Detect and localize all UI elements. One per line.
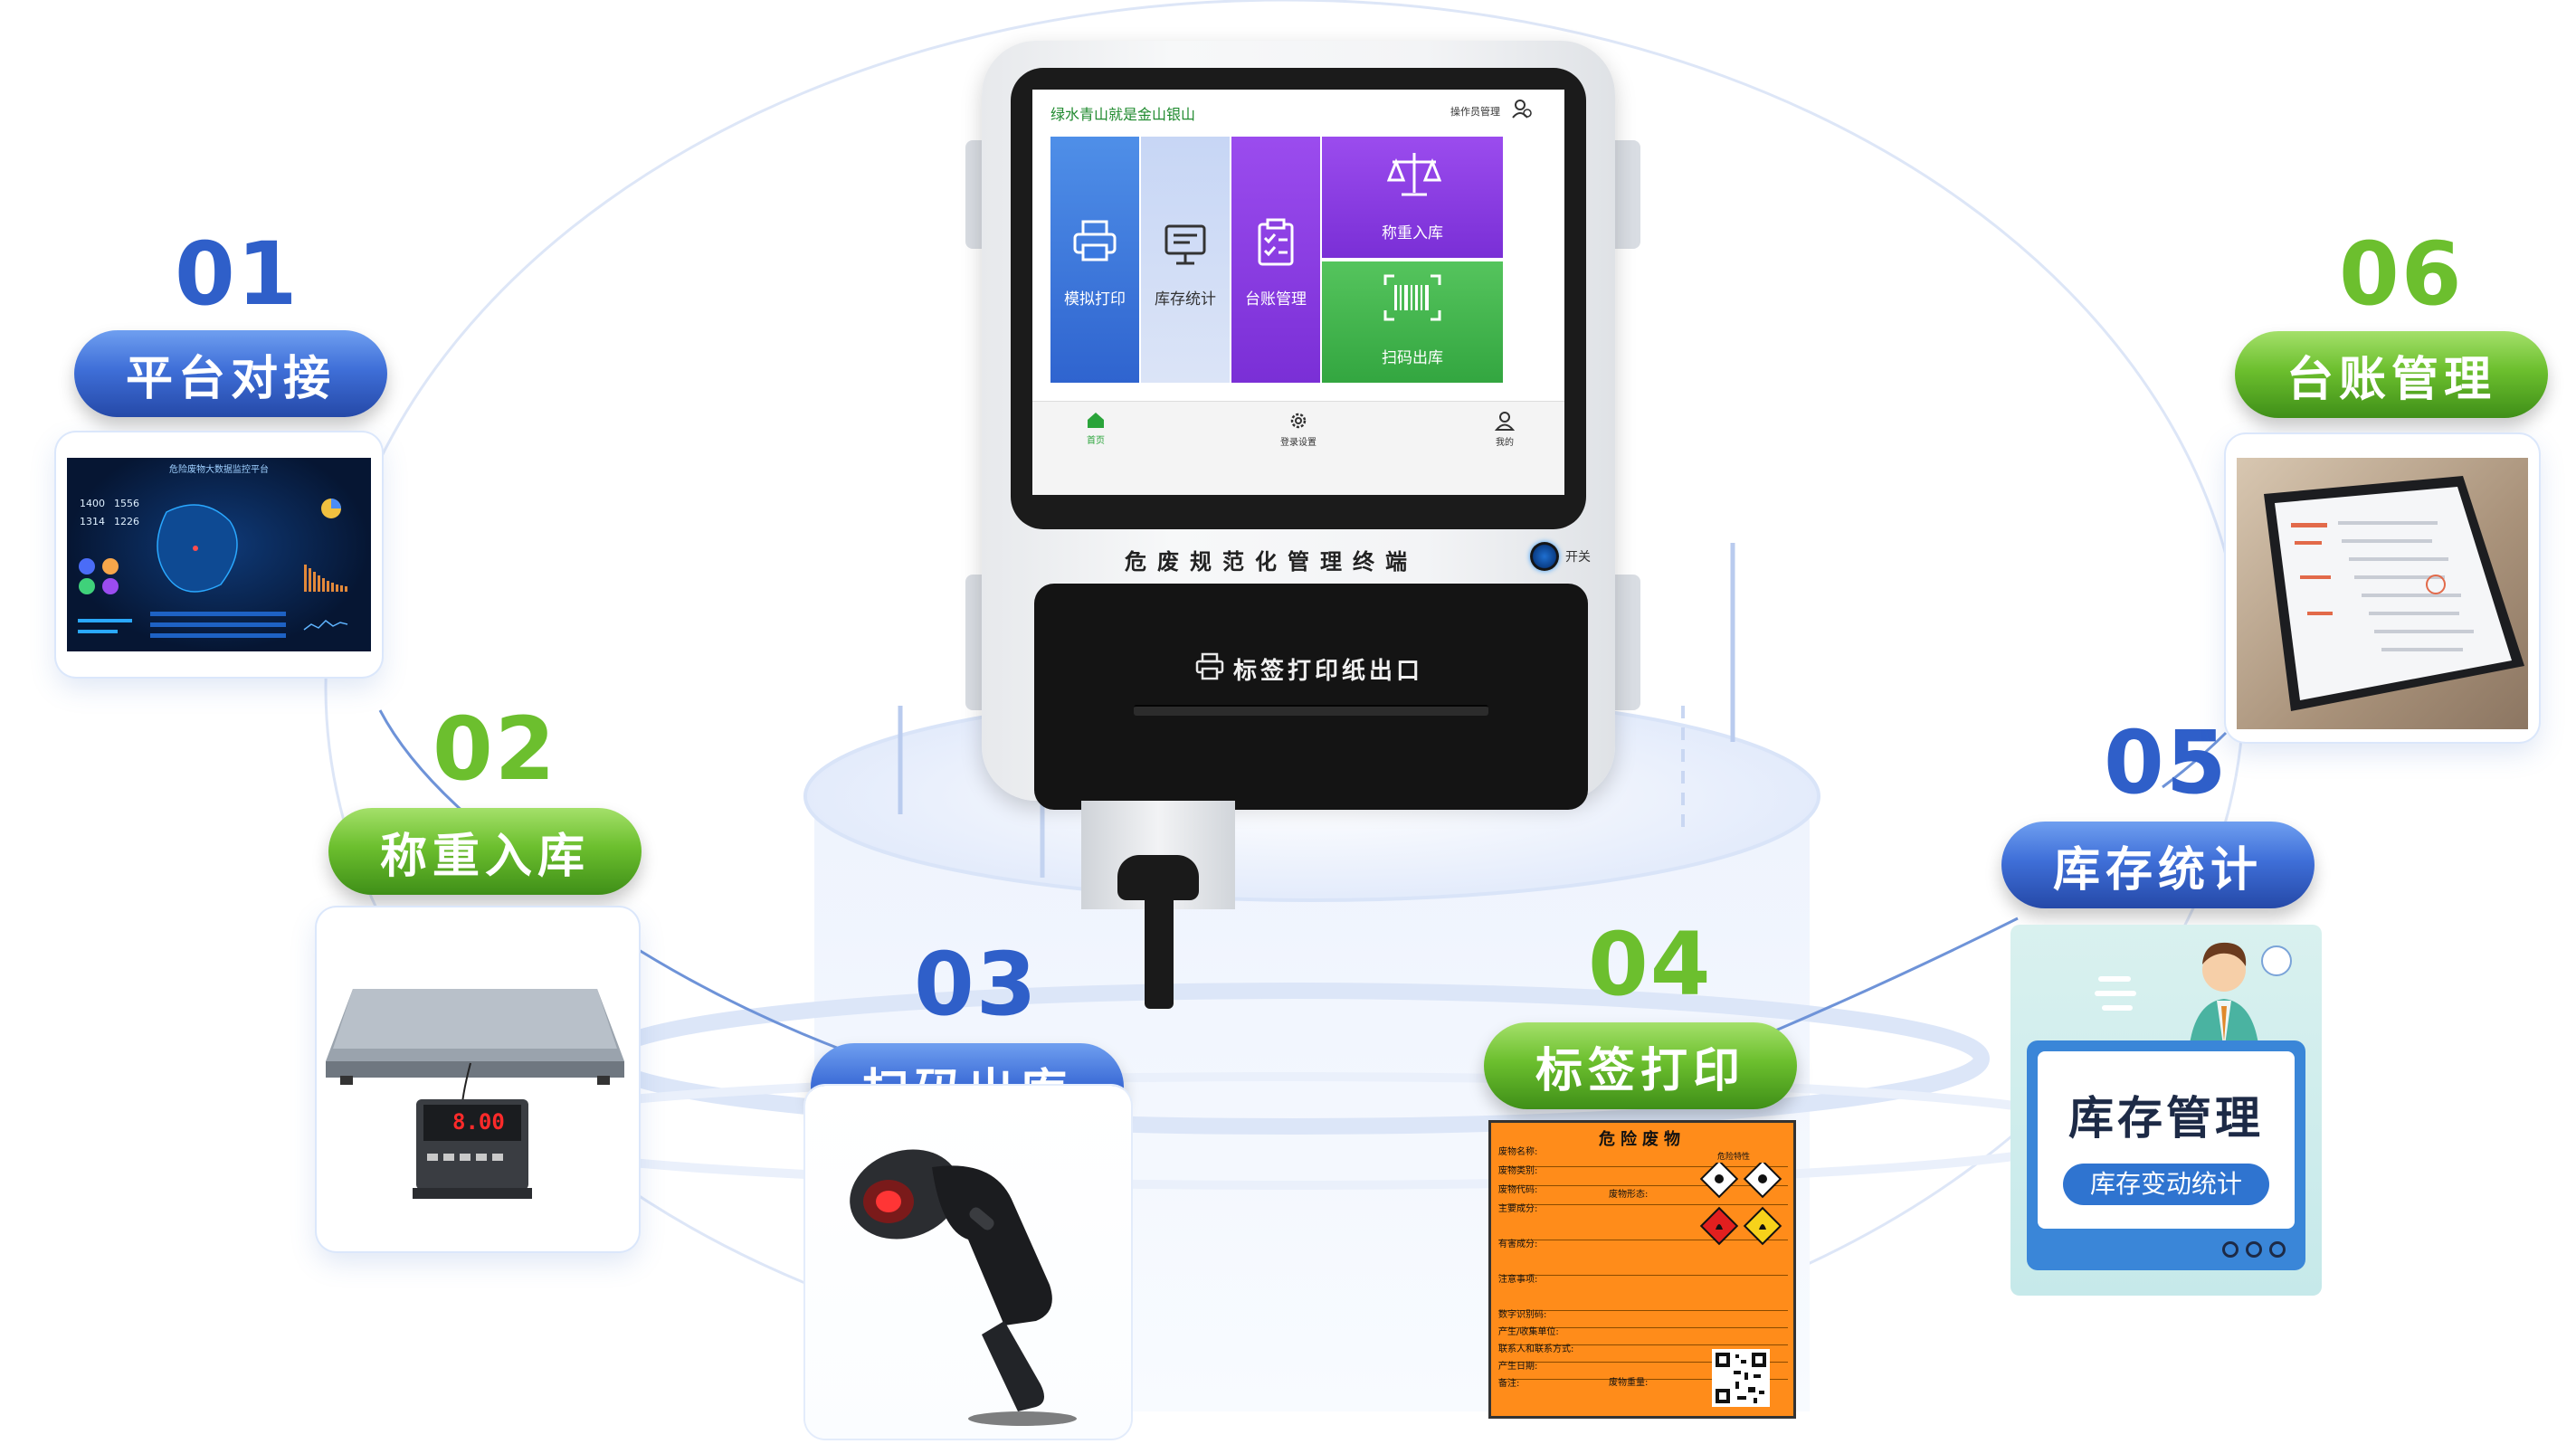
- dashboard-title: 危险废物大数据监控平台: [169, 465, 269, 475]
- label-row: 主要成分:: [1498, 1205, 1788, 1240]
- paper-slot: [1134, 705, 1488, 716]
- feature-01-number: 01: [175, 223, 299, 325]
- inventory-board: 库存管理 库存变动统计: [2027, 1040, 2305, 1270]
- label-row: 产生/收集单位:: [1498, 1328, 1788, 1345]
- operator-label[interactable]: 操作员管理: [1450, 106, 1500, 118]
- tablet-photo: [2237, 458, 2528, 729]
- tablet-card: [2226, 434, 2539, 742]
- feature-01-pill[interactable]: 平台对接: [74, 330, 387, 417]
- printer-icon: [1073, 220, 1117, 261]
- tile-stats-label: 库存统计: [1155, 290, 1216, 309]
- label-row: 数字识别码:: [1498, 1311, 1788, 1328]
- inventory-board-inner: 库存管理 库存变动统计: [2038, 1051, 2295, 1229]
- kpi-1: 1400: [80, 498, 105, 509]
- tile-scan[interactable]: 扫码出库: [1322, 261, 1503, 383]
- barcode-scanner-image: [850, 1149, 1077, 1426]
- label-row: 废物类别:: [1498, 1167, 1788, 1186]
- weighing-scale-image: [326, 989, 624, 1199]
- qr-code: [1712, 1349, 1770, 1407]
- tile-weigh-label: 称重入库: [1382, 224, 1443, 242]
- power-label: 开关: [1565, 550, 1591, 565]
- nav-profile[interactable]: 我的: [1478, 411, 1532, 448]
- feature-05-number: 05: [2104, 712, 2229, 813]
- feature-02-number: 02: [433, 698, 557, 800]
- tile-scan-label: 扫码出库: [1382, 349, 1443, 367]
- power-button[interactable]: [1530, 542, 1559, 571]
- hazard-weight-label: 废物重量:: [1609, 1378, 1649, 1388]
- user-icon: [1494, 412, 1516, 431]
- feature-05-pill[interactable]: 库存统计: [2001, 822, 2315, 908]
- tile-ledger[interactable]: 台账管理: [1231, 137, 1320, 383]
- kpi-3: 1314: [80, 516, 105, 527]
- feature-04-pill[interactable]: 标签打印: [1484, 1022, 1797, 1109]
- printer-outlet-icon: [1195, 652, 1224, 681]
- nav-settings-label: 登录设置: [1280, 438, 1317, 448]
- inventory-title: 库存管理: [2068, 1092, 2264, 1145]
- gear-icon: [1290, 413, 1307, 429]
- printer-panel: 标签打印纸出口: [1034, 584, 1588, 810]
- device-name: 危废规范化管理终端: [1125, 549, 1418, 575]
- scale-balance-icon: [1387, 153, 1441, 196]
- hazard-label-card: 危险废物 废物名称: 废物类别: 废物代码: 主要成分: 有害成分: 注意事项:…: [1488, 1120, 1796, 1419]
- label-row: 注意事项:: [1498, 1276, 1788, 1311]
- monitor-icon: [1164, 224, 1206, 265]
- label-row: 备注:: [1498, 1379, 1520, 1389]
- scale-display: 8.00: [452, 1109, 505, 1135]
- inventory-card: 库存管理 库存变动统计: [2010, 925, 2322, 1296]
- kpi-2: 1556: [114, 498, 139, 509]
- device-screen: 绿水青山就是金山银山 操作员管理 模拟打印 库存统计 台账管理 称重入库: [1011, 68, 1586, 529]
- board-dot: [2246, 1241, 2262, 1258]
- tile-print-label: 模拟打印: [1064, 290, 1126, 309]
- screen-slogan: 绿水青山就是金山银山: [1050, 106, 1196, 123]
- terminal-device: 绿水青山就是金山银山 操作员管理 模拟打印 库存统计 台账管理 称重入库: [965, 41, 1640, 1009]
- dashboard-card: 危险废物大数据监控平台 1400 1556 1314 1226: [56, 432, 382, 677]
- scanner-card: [805, 1086, 1131, 1439]
- nav-home[interactable]: 首页: [1069, 411, 1123, 446]
- hazard-pictograms: [1699, 1163, 1782, 1246]
- inventory-subtitle: 库存变动统计: [2063, 1164, 2269, 1205]
- home-icon: [1088, 413, 1104, 428]
- board-dot: [2269, 1241, 2286, 1258]
- label-row: 废物代码:: [1498, 1186, 1788, 1205]
- feature-06-pill[interactable]: 台账管理: [2235, 331, 2548, 418]
- weighing-scale-card: 8.00: [317, 907, 639, 1251]
- label-row: 有害成分:: [1498, 1240, 1788, 1276]
- nav-settings[interactable]: 登录设置: [1271, 411, 1326, 448]
- label-row: 联系人和联系方式:: [1498, 1345, 1788, 1363]
- printer-outlet-label: 标签打印纸出口: [1233, 658, 1424, 685]
- nav-home-label: 首页: [1087, 436, 1105, 446]
- hazard-form-label: 废物形态:: [1609, 1190, 1649, 1200]
- board-dot: [2222, 1241, 2239, 1258]
- tile-stats[interactable]: 库存统计: [1141, 137, 1230, 383]
- feature-04-number: 04: [1588, 914, 1713, 1015]
- kpi-4: 1226: [114, 516, 139, 527]
- bottom-nav: 首页 登录设置 我的: [1032, 401, 1564, 495]
- feature-03-number: 03: [914, 934, 1039, 1035]
- tile-weigh[interactable]: 称重入库: [1322, 137, 1503, 258]
- feature-02-pill[interactable]: 称重入库: [328, 808, 642, 895]
- barcode-icon: [1383, 274, 1441, 321]
- feature-06-number: 06: [2339, 223, 2464, 325]
- clipboard-icon: [1258, 218, 1294, 266]
- tile-ledger-label: 台账管理: [1245, 290, 1307, 309]
- nav-profile-label: 我的: [1496, 438, 1514, 448]
- hazard-label-title: 危险废物: [1599, 1130, 1686, 1149]
- label-row: 产生日期:: [1498, 1363, 1788, 1380]
- operator-icon[interactable]: [1512, 99, 1532, 119]
- hazard-label-rows: 废物名称: 废物类别: 废物代码: 主要成分: 有害成分: 注意事项: 数字识别…: [1498, 1148, 1788, 1396]
- power-cable: [1145, 891, 1174, 1009]
- tablet-image: [2264, 476, 2524, 711]
- screen-display: 绿水青山就是金山银山 操作员管理 模拟打印 库存统计 台账管理 称重入库: [1032, 90, 1564, 495]
- tile-print[interactable]: 模拟打印: [1050, 137, 1139, 383]
- hazard-props-title: 危险特性: [1717, 1153, 1751, 1162]
- dashboard-graphics: [78, 499, 348, 638]
- label-row: 废物名称:: [1498, 1148, 1788, 1167]
- dashboard-screen: 危险废物大数据监控平台 1400 1556 1314 1226: [67, 458, 371, 651]
